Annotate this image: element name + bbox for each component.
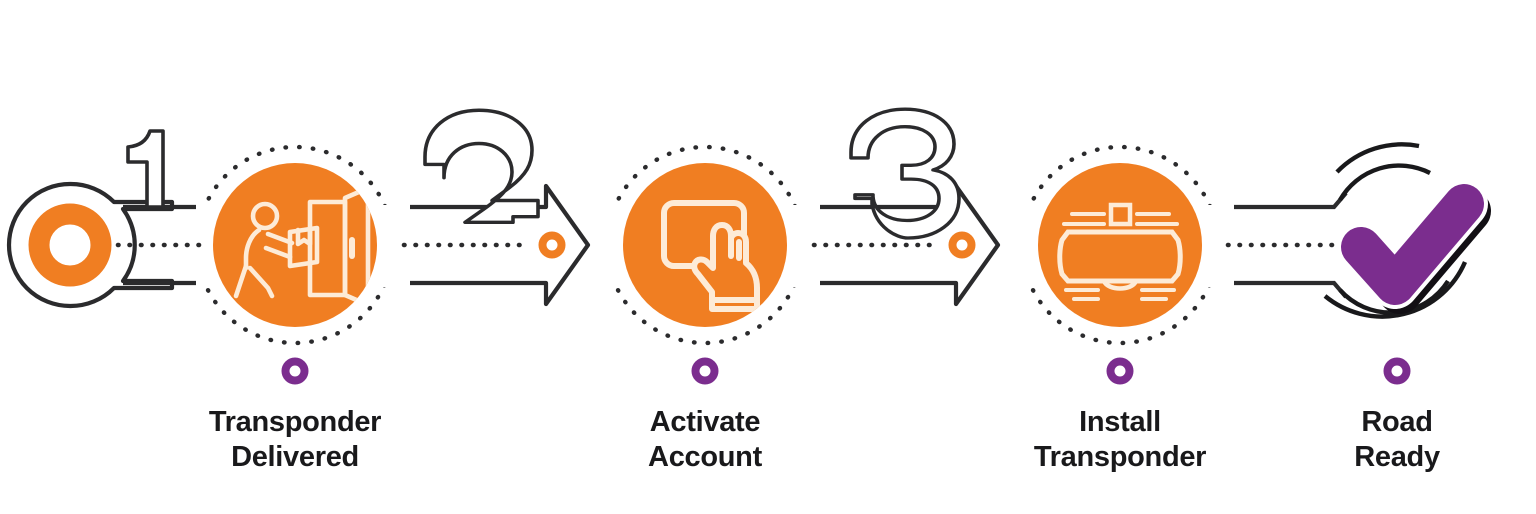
marker-dot-step1 xyxy=(281,357,309,385)
step-2-circle xyxy=(623,163,787,327)
caption-line-2: Delivered xyxy=(231,441,359,473)
marker-dot-step3 xyxy=(1106,357,1134,385)
step-2-node[interactable] xyxy=(604,144,806,346)
connector-step1-to-step2 xyxy=(401,108,591,307)
step-marker-dots xyxy=(281,357,1411,385)
road-ready-node[interactable] xyxy=(1323,142,1491,319)
caption-line-1: Install xyxy=(1079,406,1161,438)
step-numeral-1 xyxy=(126,129,165,209)
caption-road-ready: Road Ready xyxy=(1354,405,1440,475)
step-3-node[interactable] xyxy=(1019,144,1221,346)
caption-install-transponder: Install Transponder xyxy=(1033,405,1207,475)
tablet-tap-hand-icon xyxy=(661,200,760,312)
caption-line-2: Account xyxy=(648,441,762,473)
marker-dot-step4 xyxy=(1383,357,1411,385)
step-1-node[interactable] xyxy=(194,144,396,346)
purple-checkmark-icon xyxy=(1341,184,1484,305)
step-numeral-3 xyxy=(849,107,961,240)
caption-activate-account: Activate Account xyxy=(648,405,762,475)
step-numeral-2 xyxy=(423,108,540,225)
connector-step2-to-step3 xyxy=(811,107,1001,307)
caption-line-2: Ready xyxy=(1354,441,1440,473)
connector-step3-to-finish xyxy=(1225,191,1348,299)
rearview-mirror-transponder-icon xyxy=(1057,202,1183,301)
marker-dot-step2 xyxy=(691,357,719,385)
caption-line-1: Transponder xyxy=(208,406,382,438)
caption-line-1: Road xyxy=(1361,406,1433,438)
caption-line-2: Transponder xyxy=(1033,441,1207,473)
caption-line-1: Activate xyxy=(649,406,761,438)
caption-transponder-delivered: Transponder Delivered xyxy=(208,405,382,475)
step-3-circle xyxy=(1038,163,1202,327)
